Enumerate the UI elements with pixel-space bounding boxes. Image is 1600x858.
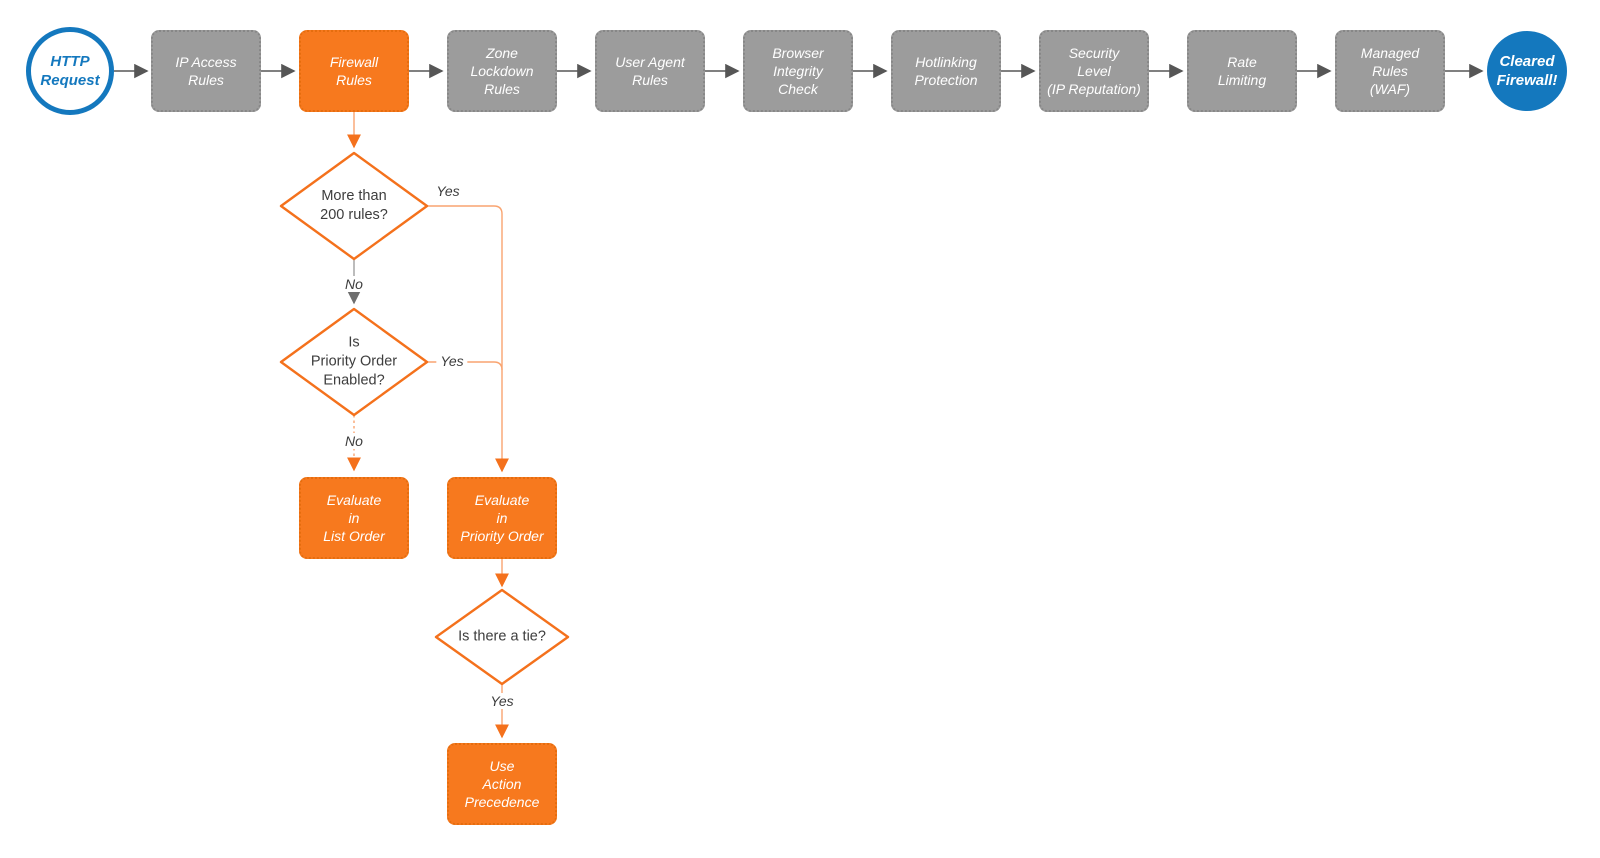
step-rate-limiting: Rate Limiting xyxy=(1187,30,1297,112)
step-ip-access-rules: IP Access Rules xyxy=(151,30,261,112)
start-node-label: HTTP Request xyxy=(40,53,100,89)
step-managed-rules-waf: Managed Rules (WAF) xyxy=(1335,30,1445,112)
edge-label-no-1: No xyxy=(341,276,367,292)
start-node-http-request: HTTP Request xyxy=(26,27,114,115)
step-security-level-ip-reputation: Security Level (IP Reputation) xyxy=(1039,30,1149,112)
action-label: Use Action Precedence xyxy=(464,758,540,810)
step-browser-integrity-check: Browser Integrity Check xyxy=(743,30,853,112)
action-use-action-precedence: Use Action Precedence xyxy=(447,743,557,825)
step-label: Managed Rules (WAF) xyxy=(1360,45,1420,97)
decision-label-more-than-200-rules: More than 200 rules? xyxy=(320,188,388,223)
step-label: Rate Limiting xyxy=(1217,54,1267,88)
end-node-label: Cleared Firewall! xyxy=(1496,53,1558,89)
action-evaluate-in-priority-order: Evaluate in Priority Order xyxy=(447,477,557,559)
step-label: Security Level (IP Reputation) xyxy=(1047,45,1141,97)
action-label: Evaluate in Priority Order xyxy=(460,492,544,544)
step-user-agent-rules: User Agent Rules xyxy=(595,30,705,112)
step-firewall-rules: Firewall Rules xyxy=(299,30,409,112)
edge-label-no-2: No xyxy=(341,433,367,449)
step-label: User Agent Rules xyxy=(615,54,685,88)
action-label: Evaluate in List Order xyxy=(323,492,385,544)
arrow-decision2-yes-join xyxy=(427,361,503,371)
end-node-cleared-firewall: Cleared Firewall! xyxy=(1487,31,1567,111)
edge-label-yes-2: Yes xyxy=(436,353,468,369)
decision-label-is-there-a-tie: Is there a tie? xyxy=(458,628,546,645)
step-label: Hotlinking Protection xyxy=(914,54,978,88)
action-evaluate-in-list-order: Evaluate in List Order xyxy=(299,477,409,559)
edge-label-yes-1: Yes xyxy=(436,183,460,199)
decision-diamond-is-there-a-tie xyxy=(434,588,570,686)
step-zone-lockdown-rules: Zone Lockdown Rules xyxy=(447,30,557,112)
decision-diamond-more-than-200-rules xyxy=(279,151,429,261)
step-label: Zone Lockdown Rules xyxy=(470,45,534,97)
arrow-decision1-yes-to-priority-order xyxy=(427,205,509,473)
decision-label-priority-order-enabled: Is Priority Order Enabled? xyxy=(310,334,398,389)
decision-diamond-priority-order-enabled xyxy=(279,307,429,417)
step-label: Firewall Rules xyxy=(329,54,379,88)
edge-label-yes-3: Yes xyxy=(486,693,518,709)
step-hotlinking-protection: Hotlinking Protection xyxy=(891,30,1001,112)
step-label: Browser Integrity Check xyxy=(772,45,824,97)
step-label: IP Access Rules xyxy=(175,54,237,88)
